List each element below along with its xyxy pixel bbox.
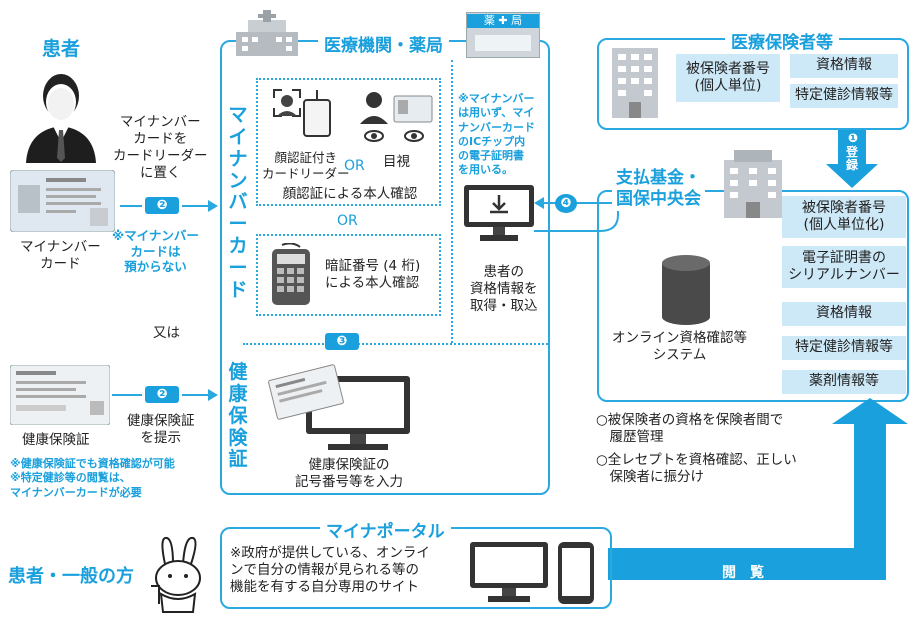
insurance-instruction: 健康保険証 を提示 xyxy=(127,413,195,446)
fund-item-2: 資格情報 xyxy=(782,302,906,326)
portal-computer-icon xyxy=(470,542,548,602)
patient-title: 患者 xyxy=(42,38,81,60)
arrow-insurance-to-clinic xyxy=(112,389,218,401)
pin-pad-icon xyxy=(272,243,310,305)
pin-confirm-label: 暗証番号 (4 桁) による本人確認 xyxy=(325,258,421,291)
or-label-1: OR xyxy=(344,158,365,174)
view-label: 閲 覧 xyxy=(722,565,764,581)
insurance-input-label: 健康保険証の 記号番号等を入力 xyxy=(295,457,403,490)
insurer-insured-number: 被保険者番号 (個人単位) xyxy=(676,54,780,102)
face-auth-reader-icon xyxy=(273,89,331,137)
or-text: 又は xyxy=(153,325,180,341)
retrieve-qualification-label: 患者の 資格情報を 取得・取込 xyxy=(470,264,538,314)
fund-item-0: 被保険者番号 (個人単位化) xyxy=(782,196,906,238)
step-4-badge: ❹ xyxy=(555,194,577,213)
clinic-computer-icon xyxy=(464,185,534,241)
fund-item-4: 薬剤情報等 xyxy=(782,370,906,394)
fund-item-3: 特定健診情報等 xyxy=(782,336,906,360)
section-divider xyxy=(243,343,548,345)
mynaportal-title: マイナポータル xyxy=(320,517,451,542)
insurance-card-label: 健康保険証 xyxy=(22,432,90,448)
mynumber-section-label: マイナンバーカード xyxy=(228,104,248,301)
register-step: ❶ xyxy=(847,131,859,145)
fund-item-1: 電子証明書の シリアルナンバー xyxy=(782,246,906,288)
ic-chip-note: ※マイナンバー は用いず、マイ ナンバーカード のICチップ内 の電子証明書 を… xyxy=(458,92,535,177)
step-3-badge: ❸ xyxy=(325,333,359,350)
card-not-kept-note: ※マイナンバー カードは 預からない xyxy=(112,228,199,275)
insurance-card-icon xyxy=(10,365,110,425)
visual-check-icon xyxy=(360,92,433,142)
step-2b-badge: ❷ xyxy=(145,386,179,403)
database-icon xyxy=(662,255,710,325)
register-label: 登録 xyxy=(845,145,858,173)
vertical-divider xyxy=(451,60,453,343)
pin-auth-group xyxy=(256,234,441,316)
mynumber-card-label: マイナンバー カード xyxy=(20,239,101,272)
online-system-label: オンライン資格確認等 システム xyxy=(612,330,747,363)
mascot-icon xyxy=(151,536,201,613)
general-public-label: 患者・一般の方 xyxy=(8,566,134,587)
card-instruction: マイナンバー カードを カードリーダー に置く xyxy=(113,114,208,181)
view-arrow xyxy=(608,398,908,580)
or-label-2: OR xyxy=(337,213,358,229)
insurer-title: 医療保険者等 xyxy=(725,28,839,53)
insurer-qualification: 資格情報 xyxy=(790,54,898,78)
pc-with-insurance-card-icon xyxy=(268,364,410,450)
insurer-checkup-info: 特定健診情報等 xyxy=(790,84,898,108)
fund-title: 支払基金・ 国保中央会 xyxy=(612,168,705,211)
insurance-section-label: 健康保険証 xyxy=(228,361,248,471)
mynumber-card-icon xyxy=(10,170,115,232)
arrow-card-to-clinic xyxy=(120,200,218,212)
fund-building-icon xyxy=(724,150,782,218)
face-auth-label: 顔認証付き カードリーダー xyxy=(262,150,350,181)
face-confirm-label: 顔認証による本人確認 xyxy=(270,186,430,203)
smartphone-icon xyxy=(558,542,594,604)
hospital-building-icon xyxy=(236,10,298,56)
step-2-badge: ❷ xyxy=(145,197,179,214)
register-arrow xyxy=(826,130,878,188)
fund-note-2: ○全レセプトを資格確認、正しい 保険者に振分け xyxy=(596,452,797,485)
patient-person-icon xyxy=(26,74,96,163)
fund-note-1: ○被保険者の資格を保険者間で 履歴管理 xyxy=(596,412,784,445)
mynaportal-description: ※政府が提供している、オンライ ンで自分の情報が見られる等の 機能を有する自分専… xyxy=(230,545,430,595)
insurer-building-icon xyxy=(612,48,658,118)
pharmacy-building-icon: 薬 ✚ 局 xyxy=(466,12,540,58)
medical-institution-title: 医療機関・薬局 xyxy=(318,31,449,56)
arrow-fund-to-clinic xyxy=(534,197,619,232)
insurance-note: ※健康保険証でも資格確認が可能 ※特定健診等の閲覧は、 マイナンバーカードが必要 xyxy=(10,457,175,499)
visual-check-label: 目視 xyxy=(383,154,410,170)
face-auth-group xyxy=(256,78,441,206)
